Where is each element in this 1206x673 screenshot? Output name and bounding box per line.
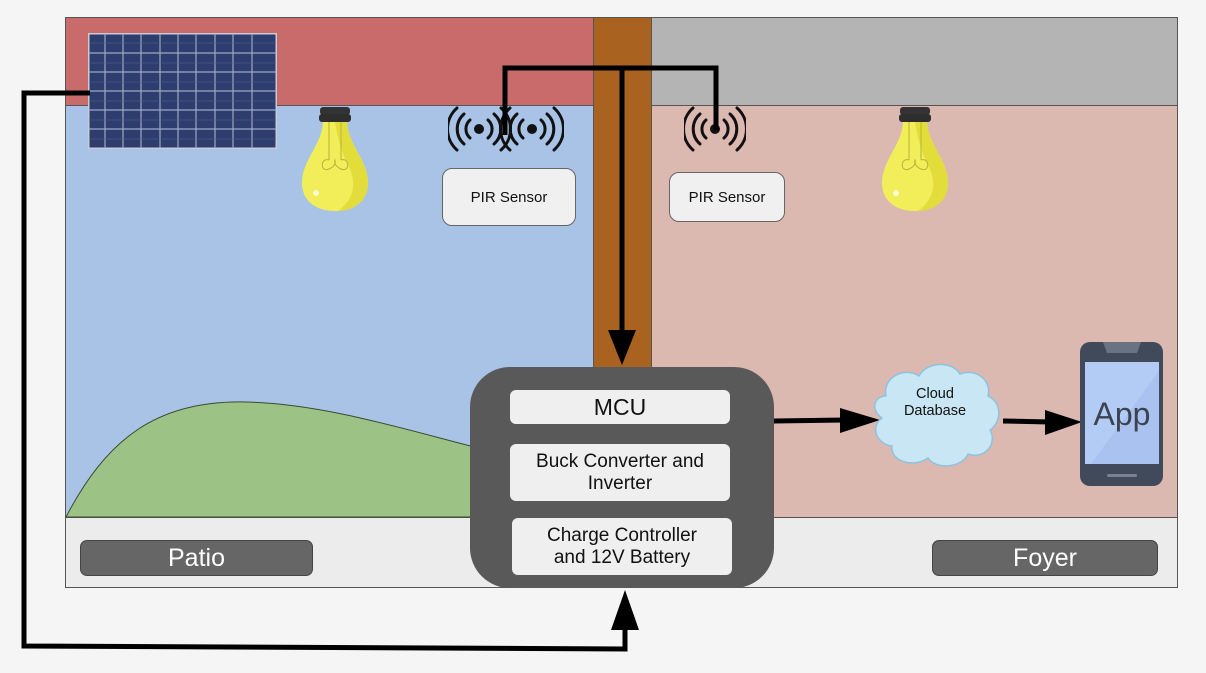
arrow-to-cloud: [840, 408, 880, 433]
buck-converter-block[interactable]: Buck Converter and Inverter: [510, 444, 730, 501]
smartphone-icon: [1080, 342, 1163, 486]
app-label: App: [1093, 396, 1151, 432]
controller-unit: MCU Buck Converter and Inverter Charge C…: [470, 367, 774, 588]
light-bulb-icon: [302, 107, 368, 211]
cloud-database-label: Cloud Database: [880, 386, 990, 421]
mcu-label: MCU: [593, 393, 647, 420]
cloud-app-wire: [1002, 418, 1051, 425]
sensor-wire: [502, 65, 719, 135]
solar-panel-icon: [88, 33, 277, 149]
charge-controller-label: Charge Controller and 12V Battery: [547, 524, 697, 568]
motion-sensor-icon: [684, 106, 746, 152]
foyer-roof: [652, 18, 1177, 106]
solar-wire: [21, 90, 628, 652]
hill-shape: [66, 401, 486, 518]
pir-sensor-patio[interactable]: PIR Sensor: [442, 168, 576, 226]
arrow-to-battery: [611, 590, 639, 630]
arrow-to-mcu: [608, 330, 636, 365]
mcu-cloud-wire: [773, 417, 846, 424]
charge-controller-block[interactable]: Charge Controller and 12V Battery: [512, 518, 732, 575]
cloud-label-line1: Cloud: [916, 386, 954, 402]
cloud-icon: [874, 363, 1000, 467]
arrow-to-app: [1045, 410, 1082, 435]
pir-sensor-label: PIR Sensor: [688, 188, 766, 206]
buck-converter-label: Buck Converter and Inverter: [536, 450, 704, 494]
room-name: Patio: [168, 543, 225, 572]
pir-sensor-label: PIR Sensor: [470, 188, 548, 206]
light-bulb-icon: [882, 107, 948, 211]
cloud-label-line2: Database: [903, 403, 967, 420]
mcu-block[interactable]: MCU: [510, 390, 730, 424]
room-name: Foyer: [1013, 543, 1077, 572]
room-tag-patio: Patio: [80, 540, 313, 576]
room-tag-foyer: Foyer: [932, 540, 1158, 576]
pir-sensor-foyer[interactable]: PIR Sensor: [669, 172, 785, 222]
